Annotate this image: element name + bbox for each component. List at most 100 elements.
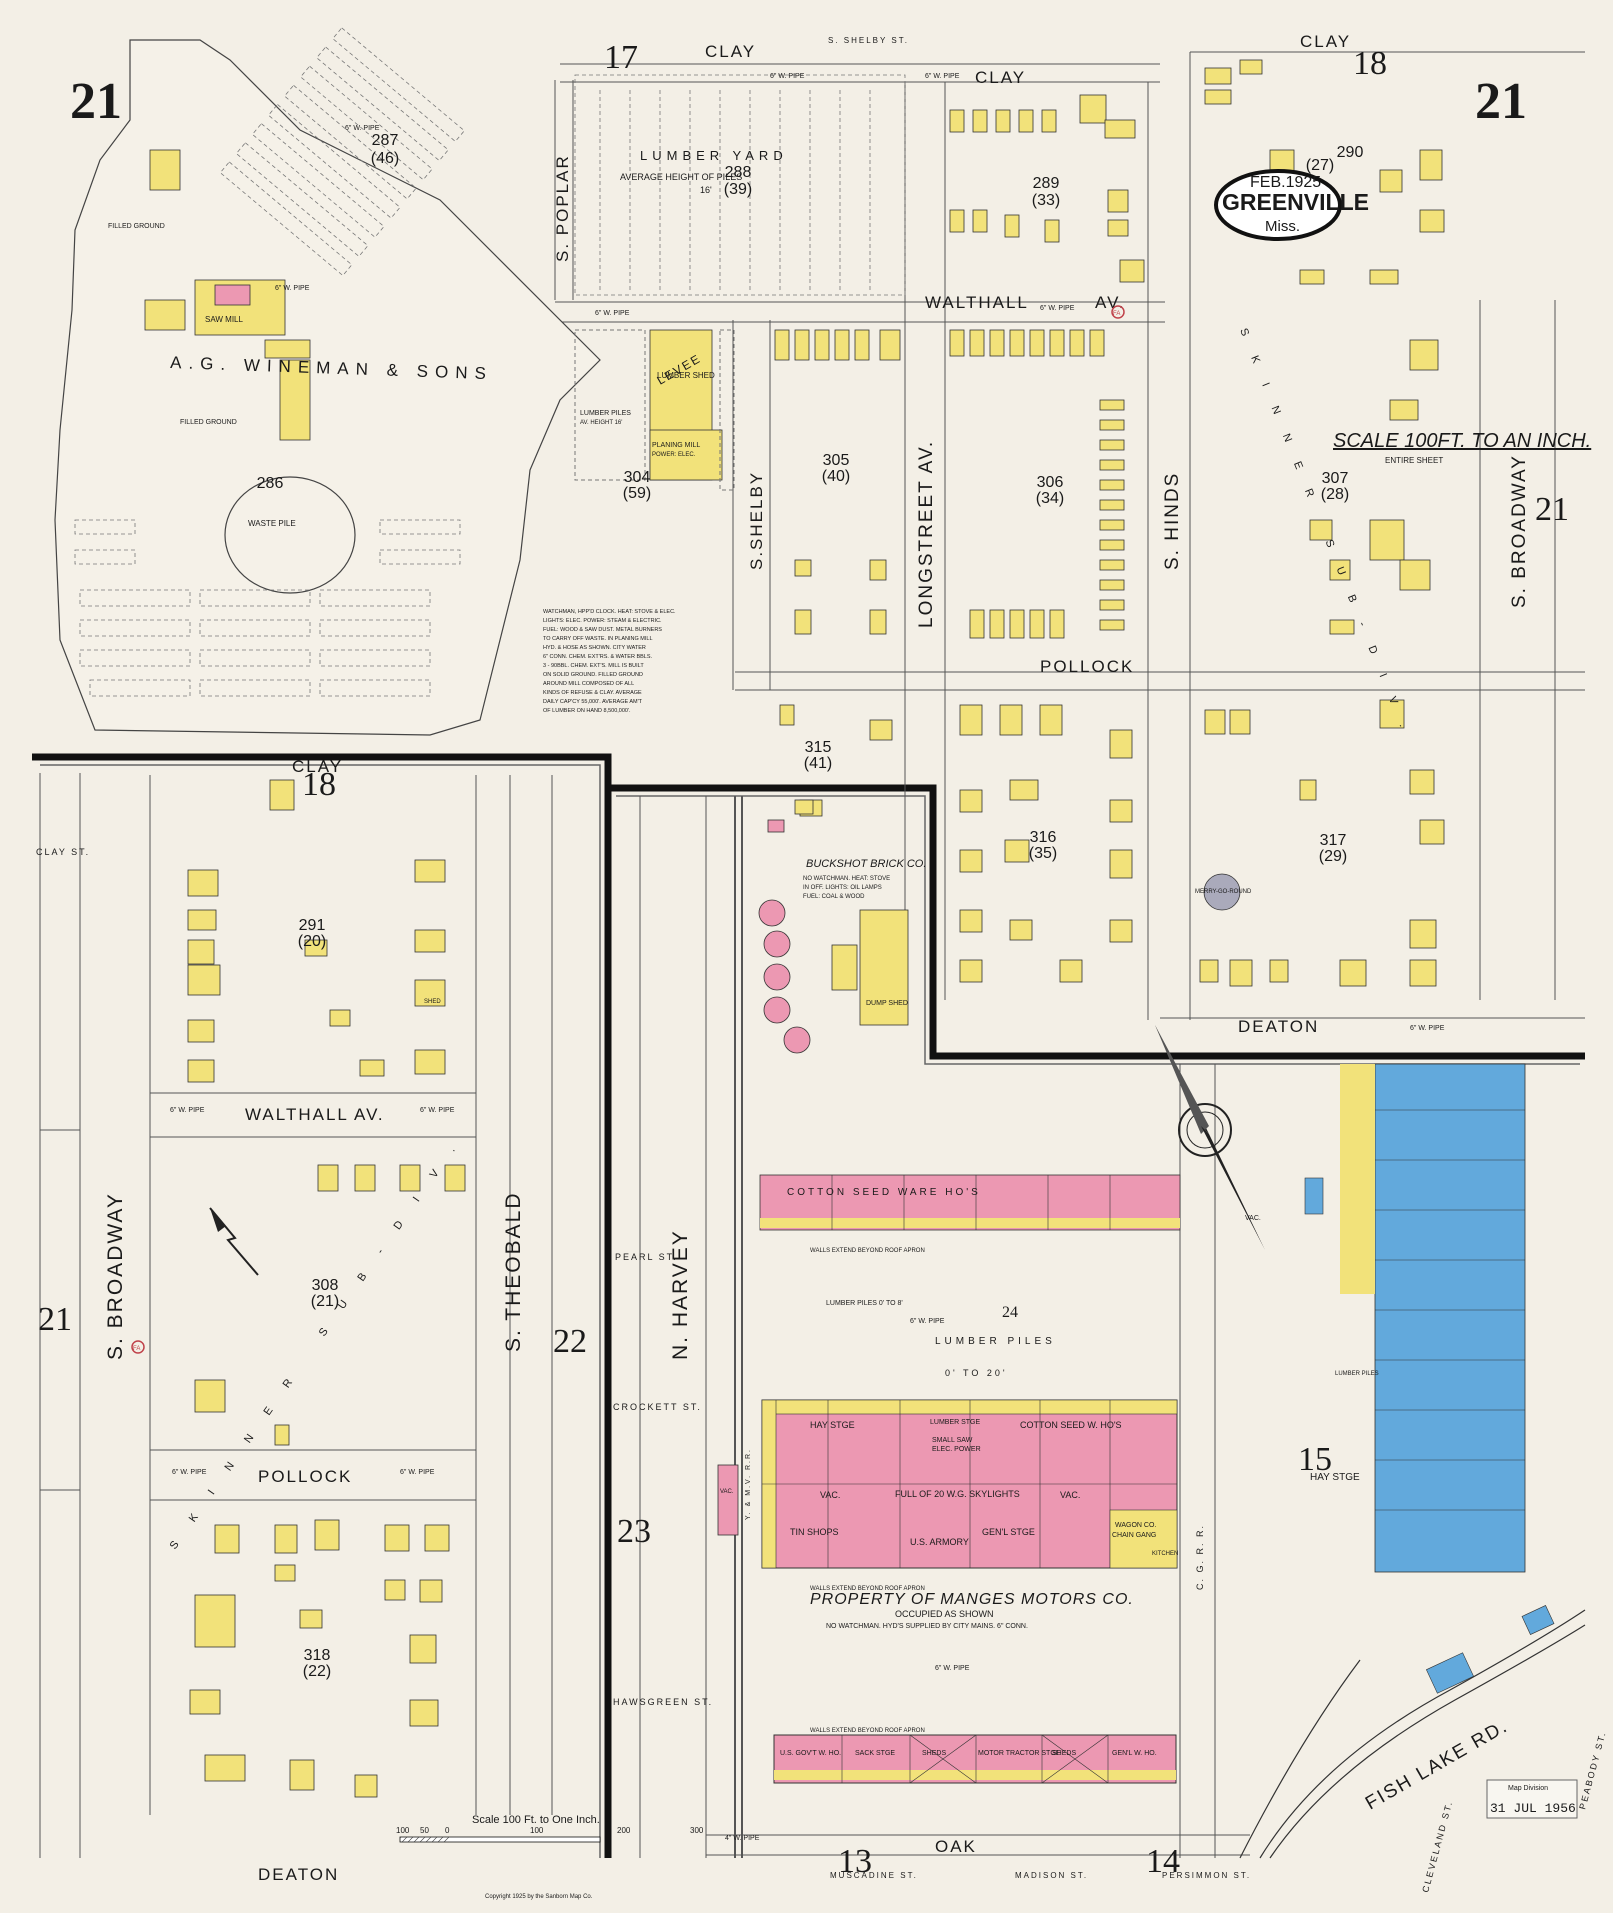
scale-tick: 0 [445,1826,450,1835]
scale-tick: 200 [617,1826,631,1835]
street-hawsgreen: HAWSGREEN ST. [613,1697,713,1707]
label-shed: SHED [424,999,441,1005]
scale-tick: 50 [420,1826,429,1835]
label-filled-ground: FILLED GROUND [108,223,165,230]
pipe-label: 6" W. PIPE [420,1107,455,1114]
block-number: 286 [257,475,284,492]
pipe-label: 6" W. PIPE [1040,305,1075,312]
railroad-label: Y. & M.V. R.R. [745,1448,752,1520]
block-number: 288 [725,164,752,181]
block-number: 317 [1320,832,1347,849]
street-clay: CLAY [292,757,343,776]
note-line: HYD. & HOSE AS SHOWN. CITY WATER [543,645,646,651]
block-sub: (27) [1306,157,1334,174]
adj-sheet: 18 [302,766,336,803]
block-number: 290 [1337,144,1364,161]
scale-tick: 300 [690,1826,704,1835]
adj-sheet: 24 [1002,1304,1018,1321]
street-s-shelby: S.SHELBY [747,471,766,570]
adj-sheet: 15 [1298,1441,1332,1478]
block-sub: (41) [804,755,832,772]
block-number: 304 [624,469,651,486]
label-lumber-yard-sub: AVERAGE HEIGHT OF PILES [620,172,742,182]
state-name: Miss. [1265,218,1300,235]
city-name: GREENVILLE [1222,189,1369,215]
label-walls-extend: WALLS EXTEND BEYOND ROOF APRON [810,1248,925,1254]
bottom-scale-label: Scale 100 Ft. to One Inch. [472,1814,600,1826]
sheet-number-left: 21 [70,73,122,130]
watchman-note: WATCHMAN, HPP'D CLOCK. HEAT: STOVE & ELE… [543,609,676,714]
street-s-broadway: S. BROADWAY [104,1192,127,1360]
note-line: LIGHTS: ELEC. POWER: STEAM & ELECTRIC. [543,618,662,624]
label-lumber-stge: LUMBER STGE [930,1419,981,1426]
label-kitchen: KITCHEN [1152,1551,1178,1557]
adj-sheet: 21 [1535,491,1569,528]
block-number: 318 [304,1647,331,1664]
label-planing-mill-sub: POWER: ELEC. [652,452,696,458]
street-s-shelby-st: S. SHELBY ST. [828,36,909,45]
scale-tick: 100 [530,1826,544,1835]
block-sub: (46) [371,150,399,167]
adj-sheet: 14 [1146,1843,1180,1880]
label-chain-gang: CHAIN GANG [1112,1532,1156,1539]
block-sub: (20) [298,933,326,950]
pipe-label: 6" W. PIPE [770,73,805,80]
scale-sub: ENTIRE SHEET [1385,456,1443,465]
street-walthall: WALTHALL [925,293,1029,312]
label-elec-power: ELEC. POWER [932,1446,981,1453]
map-date: FEB.1925 [1250,174,1321,191]
note-line: OF LUMBER ON HAND 8,500,000'. [543,708,631,714]
adj-sheet: 22 [553,1323,587,1360]
fire-alarm-label: FA [133,1346,140,1352]
label-vac: VAC. [1060,1490,1080,1500]
label-lumber-piles: LUMBER PILES [580,410,631,417]
pipe-label: 6" W. PIPE [345,125,380,132]
block-sub: (34) [1036,490,1064,507]
block-number: 308 [312,1277,339,1294]
dwellings [187,59,1445,1798]
block-number: 289 [1033,175,1060,192]
label-lumber-piles-range: 0' TO 20' [945,1368,1008,1378]
label-vac: VAC. [1245,1215,1261,1222]
pipe-labels: 6" W. PIPE 6" W. PIPE 6" W. PIPE 6" W. P… [170,73,1445,1842]
street-longstreet: LONGSTREET AV. [916,440,937,628]
label-lumber-piles-sub: AV. HEIGHT 16' [580,420,622,426]
label-cotton-seed2: COTTON SEED W. HO'S [1020,1420,1122,1430]
note-line: TO CARRY OFF WASTE. IN PLANING MILL [543,636,653,642]
pipe-label: 6" W. PIPE [910,1318,945,1325]
fire-alarm-label: FA [1113,311,1120,317]
label-hay-stge: HAY STGE [1310,1472,1360,1483]
block-number-sub: (39) [724,181,752,198]
label-buckshot: BUCKSHOT BRICK CO. [806,858,926,870]
block-sub: (33) [1032,192,1060,209]
label-buckshot-note: NO WATCHMAN. HEAT: STOVE [803,876,890,882]
label-manges-sub: OCCUPIED AS SHOWN [895,1609,994,1619]
street-clay: CLAY [705,42,756,61]
label-dump-shed: DUMP SHED [866,1000,908,1007]
street-s-poplar: S. POPLAR [553,154,572,262]
label-walls-extend: WALLS EXTEND BEYOND ROOF APRON [810,1728,925,1734]
merry-go-round [1203,873,1241,911]
compass-rose [1155,1025,1265,1250]
block-304-buildings [574,329,735,491]
block-sub: (35) [1029,845,1057,862]
note-line: ON SOLID GROUND. FILLED GROUND [543,672,643,678]
label-sheds: SHEDS [922,1750,946,1757]
note-line: KINDS OF REFUSE & CLAY. AVERAGE [543,690,642,696]
sheet-boundary [32,753,1585,1858]
street-muscadine: MUSCADINE ST. [830,1871,918,1880]
street-lines [39,51,1585,1858]
street-n-harvey: N. HARVEY [669,1229,692,1360]
pipe-label: 6" W. PIPE [1410,1025,1445,1032]
railroad-label: C. G. R. R. [1195,1524,1205,1590]
block-numbers: 287 (46) 288 (39) 289 (33) 290 (27) 286 … [257,132,1364,1680]
note-line: 3 - 90BBL. CHEM. EXT'S. MILL IS BUILT [543,663,644,669]
label-planing-mill: PLANING MILL [652,442,700,449]
pipe-label: 6" W. PIPE [275,285,310,292]
label-lumber-shed: LUMBER SHED [657,371,715,380]
bottom-warehouse-row [773,1734,1177,1784]
block-number: 315 [805,739,832,756]
label-tin-shops: TIN SHOPS [790,1527,839,1537]
label-buckshot-note: FUEL: COAL & WOOD [803,894,865,900]
